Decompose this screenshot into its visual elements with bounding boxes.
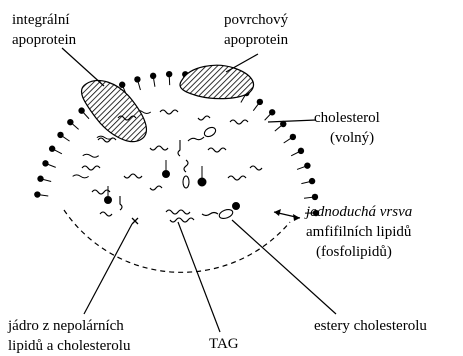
- tag-molecule: [82, 166, 100, 170]
- leader-cholesterol: [268, 120, 316, 122]
- cholesterol-ester-tail: [202, 213, 218, 216]
- phospholipid-head: [119, 82, 125, 88]
- tag-molecule: [198, 116, 210, 120]
- arrow-head-right: [293, 214, 300, 221]
- cholesterol-molecule: [163, 171, 170, 178]
- tag-molecule: [124, 174, 142, 178]
- tag-molecule: [170, 218, 194, 222]
- phospholipid-head: [34, 191, 40, 197]
- cholesterol-ester-tail: [184, 160, 188, 172]
- cholesterol-molecule: [105, 197, 112, 204]
- cholesterol-ester-dot: [233, 203, 240, 210]
- phospholipid-head: [49, 146, 55, 152]
- phospholipid-head: [42, 160, 48, 166]
- phospholipid-head: [312, 194, 318, 200]
- core-center-marker: [132, 218, 138, 224]
- phospholipid-head: [150, 73, 156, 79]
- phospholipid-head: [67, 119, 73, 125]
- tag-molecule: [150, 146, 168, 150]
- leader-surface-apoprotein: [226, 54, 258, 72]
- cholesterol-molecule: [198, 178, 206, 186]
- leader-core: [84, 224, 132, 314]
- tag-molecule: [160, 110, 178, 114]
- arrow-head-left: [274, 209, 281, 216]
- phospholipid-head: [37, 176, 43, 182]
- phospholipid-head: [304, 162, 310, 168]
- cholesterol-ester-tail: [188, 137, 204, 141]
- cholesterol-ester-molecule: [203, 126, 217, 139]
- tag-molecule: [208, 148, 226, 152]
- free-cholesterol: [105, 160, 240, 210]
- tag-molecule: [166, 210, 190, 214]
- surface-apoprotein-shape: [180, 65, 253, 98]
- tag-molecule: [150, 186, 162, 190]
- phospholipid-head: [57, 132, 63, 138]
- tag-molecule: [228, 176, 246, 180]
- phospholipid-head: [269, 109, 275, 115]
- phospholipid-head: [298, 148, 304, 154]
- phospholipid-monolayer: [34, 71, 319, 216]
- leader-cholesterol-esters: [232, 220, 336, 314]
- integral-apoprotein-shape: [81, 81, 146, 142]
- phospholipid-head: [166, 71, 172, 77]
- phospholipid-head: [257, 99, 263, 105]
- phospholipid-inner-tail: [83, 154, 99, 157]
- leader-integral-apoprotein: [62, 48, 104, 86]
- phospholipid-head: [78, 107, 84, 113]
- cholesterol-ester-molecule: [218, 208, 234, 220]
- tag-molecule: [178, 140, 180, 156]
- cholesterol-ester-molecule: [183, 176, 189, 188]
- tag-molecule: [250, 166, 262, 170]
- tag-molecule: [92, 190, 110, 194]
- phospholipid-head: [313, 210, 319, 216]
- phospholipid-head: [309, 178, 315, 184]
- leader-tag: [178, 222, 220, 332]
- tag-molecule: [230, 120, 248, 124]
- phospholipid-head: [290, 134, 296, 140]
- tag-molecule: [120, 196, 122, 210]
- tag-molecule: [100, 212, 112, 216]
- phospholipid-inner-tail: [73, 175, 89, 178]
- phospholipid-head: [134, 76, 140, 82]
